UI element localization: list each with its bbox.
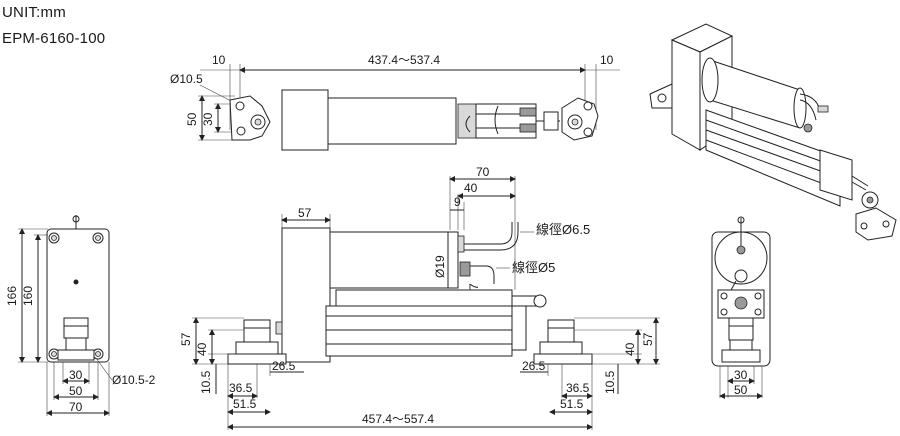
side-l51-5-dim: 51.5: [233, 397, 257, 411]
side-l26-5-dim: 26.5: [272, 359, 296, 373]
side-l40-dim: 40: [195, 342, 209, 356]
top-h50-dim: 50: [185, 112, 199, 126]
cable2-label: 線徑Ø5: [512, 260, 555, 275]
top-stroke-dim: 437.4～537.4: [368, 53, 440, 67]
left-h160-dim: 160: [21, 286, 35, 306]
left-w70-dim: 70: [69, 400, 83, 414]
side-w70-dim: 70: [476, 165, 490, 179]
side-r40-dim: 40: [623, 342, 637, 356]
left-w50-dim: 50: [69, 384, 83, 398]
side-l57-dim: 57: [179, 332, 193, 346]
cable1-label: 線徑Ø6.5: [536, 222, 590, 237]
left-h166-dim: 166: [5, 286, 19, 306]
model-label: EPM-6160-100: [2, 30, 106, 47]
side-r57-dim: 57: [641, 332, 655, 346]
side-d19-dim: Ø19: [433, 255, 447, 278]
top-right-ext-dim: 10: [600, 53, 614, 67]
top-left-ext-dim: 10: [212, 53, 226, 67]
top-view: 10 10 437.4～537.4 Ø10.5 50 30: [170, 53, 620, 151]
side-r51-5-dim: 51.5: [560, 397, 584, 411]
unit-label: UNIT:mm: [2, 4, 66, 21]
top-h30-dim: 30: [201, 112, 215, 126]
side-l36-5-dim: 36.5: [229, 381, 253, 395]
top-hole-dim: Ø10.5: [170, 72, 203, 86]
left-hole-dim: Ø10.5-2: [112, 373, 156, 387]
side-l10-5-dim: 10.5: [199, 370, 213, 394]
side-view: 57 70 40 9 線徑Ø6.5 線徑Ø5 Ø19 Ø17: [179, 165, 660, 430]
side-w40-dim: 40: [464, 181, 478, 195]
side-w57-dim: 57: [298, 206, 312, 220]
side-w9-dim: 9: [454, 195, 461, 209]
side-r10-5-dim: 10.5: [603, 370, 617, 394]
side-r26-5-dim: 26.5: [522, 359, 546, 373]
left-end-view: 166 160 30 50 70 Ø10.5-2: [5, 215, 156, 416]
left-w30-dim: 30: [69, 368, 83, 382]
right-end-view: 30 50: [711, 216, 771, 399]
side-total-dim: 457.4～557.4: [362, 412, 434, 426]
end-w30-dim: 30: [734, 368, 748, 382]
end-w50-dim: 50: [734, 383, 748, 397]
isometric-view: [649, 23, 897, 241]
side-r36-5-dim: 36.5: [566, 381, 590, 395]
